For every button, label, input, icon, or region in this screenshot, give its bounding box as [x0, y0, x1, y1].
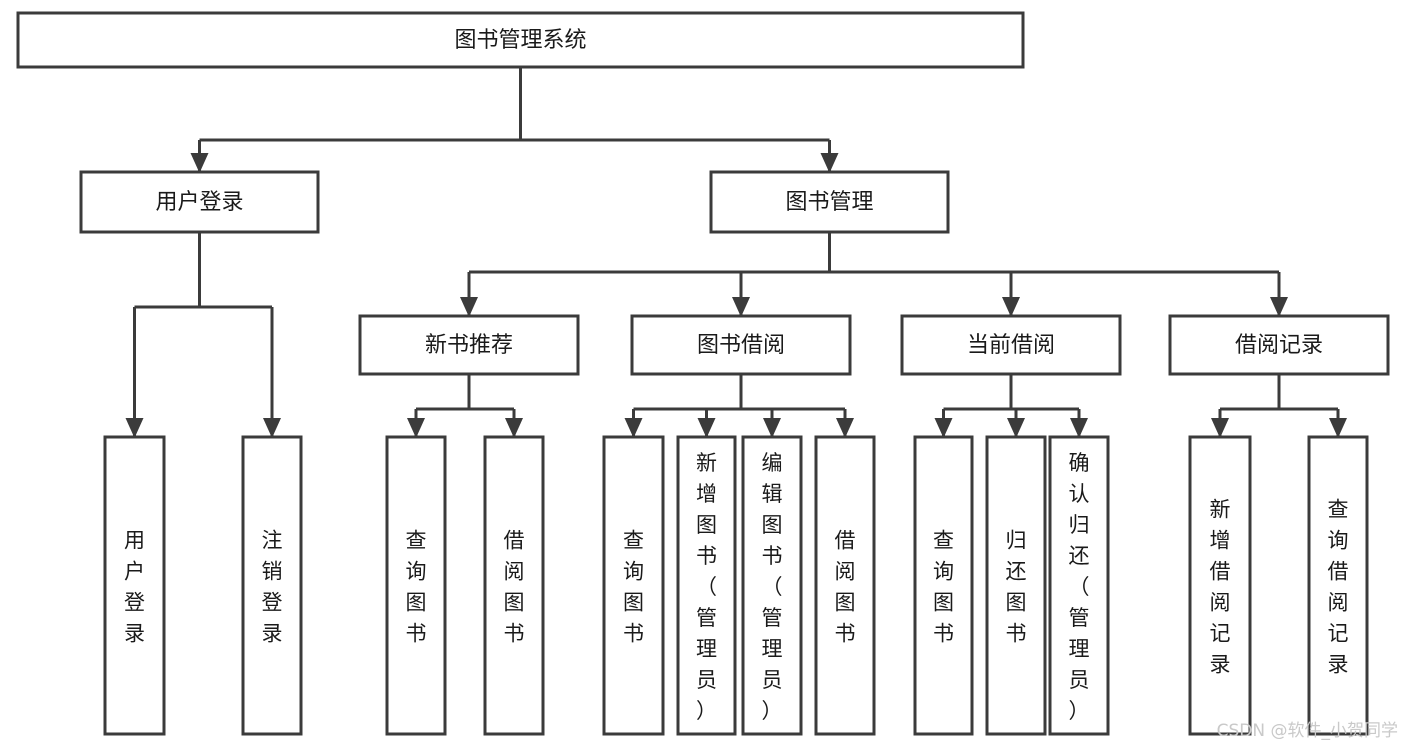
node-query-books-current[interactable]: 查询图书 [913, 435, 974, 736]
node-add-book-admin[interactable]: 新增图书（管理员） [676, 435, 737, 736]
node-label: 当前借阅 [967, 333, 1055, 358]
node-label: 用户登录 [155, 190, 243, 215]
node-box[interactable] [385, 435, 447, 736]
arrow-head-icon [763, 418, 781, 438]
arrow-head-icon [1329, 418, 1347, 438]
node-label: 归还图书 [1006, 529, 1027, 646]
node-box[interactable] [241, 435, 303, 736]
node-label: 新书推荐 [425, 333, 513, 358]
node-label: 借阅图书 [835, 529, 856, 646]
node-box[interactable] [1307, 435, 1369, 736]
arrow-head-icon [1002, 297, 1020, 317]
node-box[interactable] [676, 435, 737, 736]
node-borrow-books-recommend[interactable]: 借阅图书 [483, 435, 545, 736]
node-user-login-do[interactable]: 用户登录 [103, 435, 166, 736]
node-book-management[interactable]: 图书管理 [709, 170, 950, 234]
node-box[interactable] [483, 435, 545, 736]
arrow-head-icon [732, 297, 750, 317]
node-box[interactable] [1168, 314, 1390, 376]
node-box[interactable] [814, 435, 876, 736]
node-box[interactable] [103, 435, 166, 736]
arrow-head-icon [820, 153, 839, 173]
node-box[interactable] [913, 435, 974, 736]
node-label: 编辑图书（管理员） [762, 451, 783, 723]
node-box[interactable] [709, 170, 950, 234]
node-label: 用户登录 [124, 529, 145, 646]
node-label: 查询图书 [406, 529, 427, 646]
arrow-head-icon [1070, 418, 1088, 438]
node-edit-book-admin[interactable]: 编辑图书（管理员） [741, 435, 803, 736]
arrow-head-icon [697, 418, 716, 438]
node-box[interactable] [900, 314, 1122, 376]
node-box[interactable] [1048, 435, 1110, 736]
node-label: 图书借阅 [697, 333, 785, 358]
node-label: 图书管理系统 [454, 28, 586, 53]
node-box[interactable] [630, 314, 852, 376]
node-current-borrow[interactable]: 当前借阅 [900, 314, 1122, 376]
node-box[interactable] [985, 435, 1047, 736]
node-label: 注销登录 [262, 529, 283, 646]
node-box[interactable] [1188, 435, 1252, 736]
arrow-head-icon [1211, 418, 1229, 438]
node-label: 查询图书 [623, 529, 644, 646]
arrow-head-icon [190, 153, 209, 173]
watermark-text: CSDN @软件_小贺同学 [1217, 721, 1398, 741]
node-label: 确认归还（管理员） [1069, 451, 1090, 723]
node-label: 查询借阅记录 [1328, 498, 1349, 677]
node-add-borrow-record[interactable]: 新增借阅记录 [1188, 435, 1252, 736]
arrow-head-icon [1270, 297, 1288, 317]
node-box[interactable] [741, 435, 803, 736]
node-return-books[interactable]: 归还图书 [985, 435, 1047, 736]
arrow-head-icon [125, 418, 144, 438]
node-box[interactable] [602, 435, 665, 736]
node-label: 新增借阅记录 [1210, 498, 1231, 677]
node-query-borrow-record[interactable]: 查询借阅记录 [1307, 435, 1369, 736]
arrow-head-icon [1007, 418, 1025, 438]
node-label: 查询图书 [933, 529, 954, 646]
node-query-books-recommend[interactable]: 查询图书 [385, 435, 447, 736]
node-root[interactable]: 图书管理系统 [16, 11, 1025, 69]
node-borrow-book-action[interactable]: 借阅图书 [814, 435, 876, 736]
arrow-head-icon [934, 418, 953, 438]
arrow-head-icon [263, 418, 281, 438]
node-book-borrow[interactable]: 图书借阅 [630, 314, 852, 376]
node-query-books-borrow[interactable]: 查询图书 [602, 435, 665, 736]
arrow-head-icon [836, 418, 854, 438]
arrow-head-icon [505, 418, 523, 438]
node-confirm-return-admin[interactable]: 确认归还（管理员） [1048, 435, 1110, 736]
arrow-head-icon [460, 297, 478, 317]
node-box[interactable] [16, 11, 1025, 69]
node-label: 借阅记录 [1235, 333, 1323, 358]
node-label: 新增图书（管理员） [696, 451, 717, 723]
node-label: 借阅图书 [504, 529, 525, 646]
node-label: 图书管理 [785, 190, 873, 215]
arrow-head-icon [407, 418, 425, 438]
node-borrow-records[interactable]: 借阅记录 [1168, 314, 1390, 376]
node-user-logout[interactable]: 注销登录 [241, 435, 303, 736]
arrow-head-icon [624, 418, 643, 438]
